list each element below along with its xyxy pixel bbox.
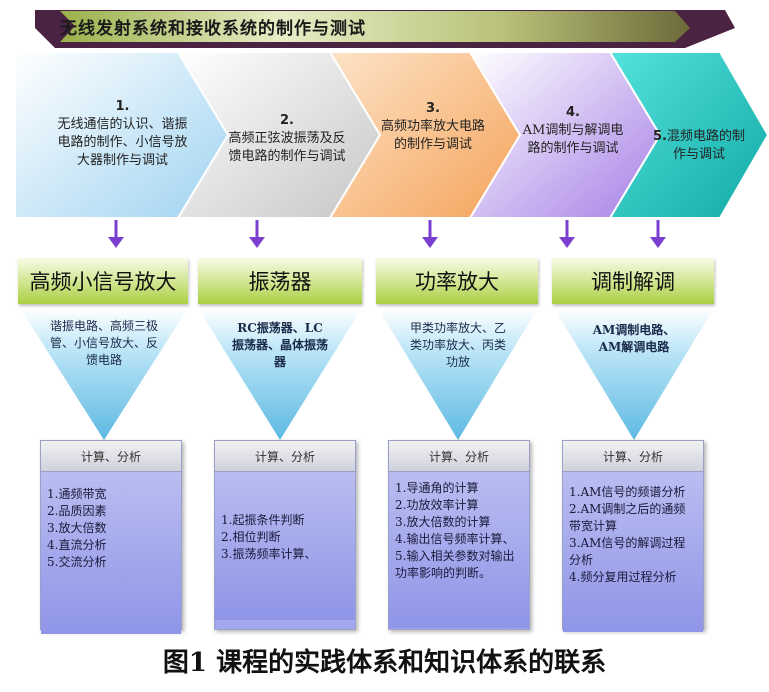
- category-modulation: 调制解调: [552, 258, 714, 304]
- stage-2-text: 2.高频正弦波振荡及反馈电路的制作与调试: [228, 113, 346, 164]
- analysis-header: 计算、分析: [389, 441, 529, 472]
- analysis-box-modulation: 计算、分析 1.AM信号的频谱分析 2.AM调制之后的通频带宽计算 3.AM信号…: [562, 440, 704, 632]
- analysis-item: 3.振荡频率计算、: [221, 547, 317, 561]
- analysis-item: 2.功放效率计算: [395, 498, 479, 512]
- analysis-header: 计算、分析: [215, 441, 355, 472]
- arrow-down-icon: [559, 220, 575, 248]
- process-chevrons: [14, 51, 769, 248]
- analysis-item: 1.通频带宽: [47, 487, 107, 501]
- arrow-down-icon: [108, 220, 124, 248]
- topic-triangles: [20, 308, 714, 440]
- analysis-item: 1.导通角的计算: [395, 481, 479, 495]
- figure-caption: 图1 课程的实践体系和知识体系的联系: [162, 648, 607, 678]
- analysis-item: 3.AM信号的解调过程分析: [569, 536, 686, 567]
- category-small-signal-amp: 高频小信号放大: [18, 258, 188, 304]
- analysis-header: 计算、分析: [41, 441, 181, 472]
- analysis-item: 3.放大倍数: [47, 521, 107, 535]
- chevron-5: [608, 51, 769, 219]
- category-oscillator: 振荡器: [198, 258, 362, 304]
- analysis-item: 5.交流分析: [47, 555, 107, 569]
- topic-triangle: [198, 308, 362, 440]
- category-power-amp: 功率放大: [376, 258, 538, 304]
- analysis-item: 4.频分复用过程分析: [569, 570, 677, 584]
- analysis-header: 计算、分析: [563, 441, 703, 472]
- stage-3-text: 3.高频功率放大电路的制作与调试: [380, 101, 485, 152]
- topics-power-amp: 甲类功率放大、乙类功率放大、丙类功放: [410, 321, 507, 369]
- analysis-box-power-amp: 计算、分析 1.导通角的计算 2.功放效率计算 3.放大倍数的计算 4.输出信号…: [388, 440, 530, 630]
- arrow-down-icon: [650, 220, 666, 248]
- analysis-box-oscillator: 计算、分析 1.起振条件判断 2.相位判断 3.振荡频率计算、: [214, 440, 356, 630]
- analysis-item: 2.相位判断: [221, 530, 281, 544]
- banner-title: 无线发射系统和接收系统的制作与测试: [60, 19, 366, 39]
- analysis-item: 2.AM调制之后的通频带宽计算: [569, 502, 686, 533]
- stage-4-text: 4.AM调制与解调电路的制作与调试: [522, 105, 624, 156]
- topics-small-signal: 谐振电路、高频三极管、小信号放大、反馈电路: [49, 319, 158, 367]
- analysis-item: 4.直流分析: [47, 538, 107, 552]
- analysis-item: 2.品质因素: [47, 504, 107, 518]
- analysis-box-small-signal: 计算、分析 1.通频带宽 2.品质因素 3.放大倍数 4.直流分析 5.交流分析: [40, 440, 182, 634]
- stage-1-text: 1.无线通信的认识、谐振电路的制作、小信号放大器制作与调试: [57, 99, 188, 168]
- topic-triangle: [20, 308, 188, 440]
- topics-oscillator: RC振荡器、LC振荡器、晶体振荡器: [232, 321, 329, 369]
- header-banner: [35, 10, 735, 48]
- stage-5-text: 5.混频电路的制作与调试: [653, 129, 745, 162]
- analysis-item: 3.放大倍数的计算: [395, 515, 491, 529]
- analysis-item: 4.输出信号频率计算、: [395, 532, 515, 546]
- analysis-item: 1.AM信号的频谱分析: [569, 485, 686, 499]
- analysis-item: 5.输入相关参数对输出功率影响的判断。: [395, 549, 515, 580]
- arrow-down-icon: [422, 220, 438, 248]
- analysis-item: 1.起振条件判断: [221, 513, 305, 527]
- topics-modulation: AM调制电路、AM解调电路: [592, 323, 676, 354]
- topic-triangle: [554, 308, 714, 440]
- topic-triangle: [378, 308, 538, 440]
- arrow-down-icon: [249, 220, 265, 248]
